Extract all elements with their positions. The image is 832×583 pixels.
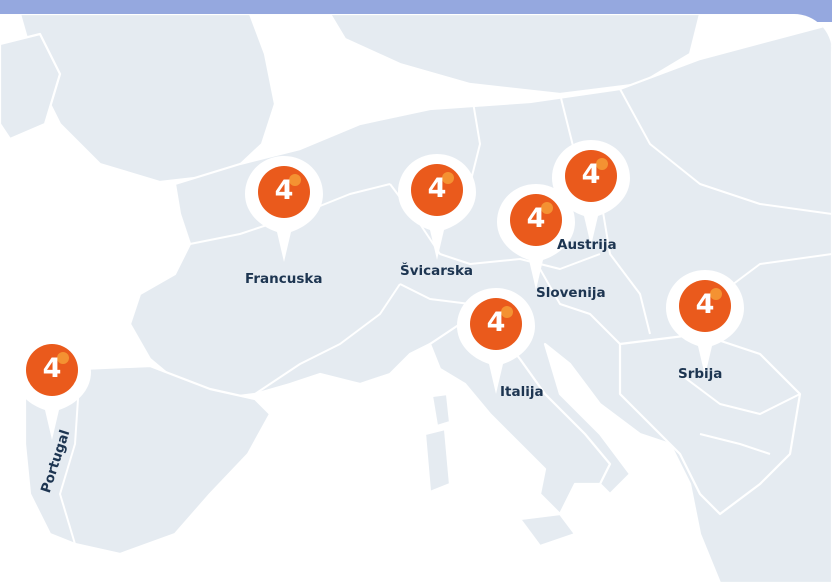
land-corsica — [430, 392, 452, 428]
marker-slovenija[interactable]: 4 — [491, 182, 581, 292]
marker-portugal[interactable]: 4 — [7, 332, 97, 442]
map-pin-icon — [666, 270, 744, 376]
label-italija: Italija — [500, 384, 544, 400]
marker-austrija[interactable]: 4 — [546, 138, 636, 248]
label-srbija: Srbija — [678, 366, 723, 382]
map-pin-icon — [552, 140, 630, 246]
land-britain — [18, 14, 277, 184]
label-francuska: Francuska — [245, 271, 323, 287]
marker-svicarska[interactable]: 4 — [392, 152, 482, 262]
label-austrija: Austrija — [557, 237, 617, 253]
map-pin-icon — [13, 334, 91, 440]
land-sardinia — [423, 427, 452, 494]
map-pin-icon — [398, 154, 476, 260]
marker-italija[interactable]: 4 — [451, 286, 541, 396]
land-ireland — [0, 32, 62, 141]
map-pin-icon — [457, 288, 535, 394]
label-slovenija: Slovenija — [536, 285, 606, 301]
land-sicily — [518, 512, 577, 548]
marker-srbija[interactable]: 4 — [660, 268, 750, 378]
marker-francuska[interactable]: 4 — [239, 154, 329, 264]
label-svicarska: Švicarska — [400, 263, 474, 279]
map-pin-icon — [497, 184, 575, 290]
land-balkans — [618, 332, 802, 516]
land-iberia — [23, 364, 272, 556]
europe-map[interactable]: 4 Portugal 4 Francuska 4 Švicarska 4 Slo… — [0, 14, 832, 583]
map-pin-icon — [245, 156, 323, 262]
